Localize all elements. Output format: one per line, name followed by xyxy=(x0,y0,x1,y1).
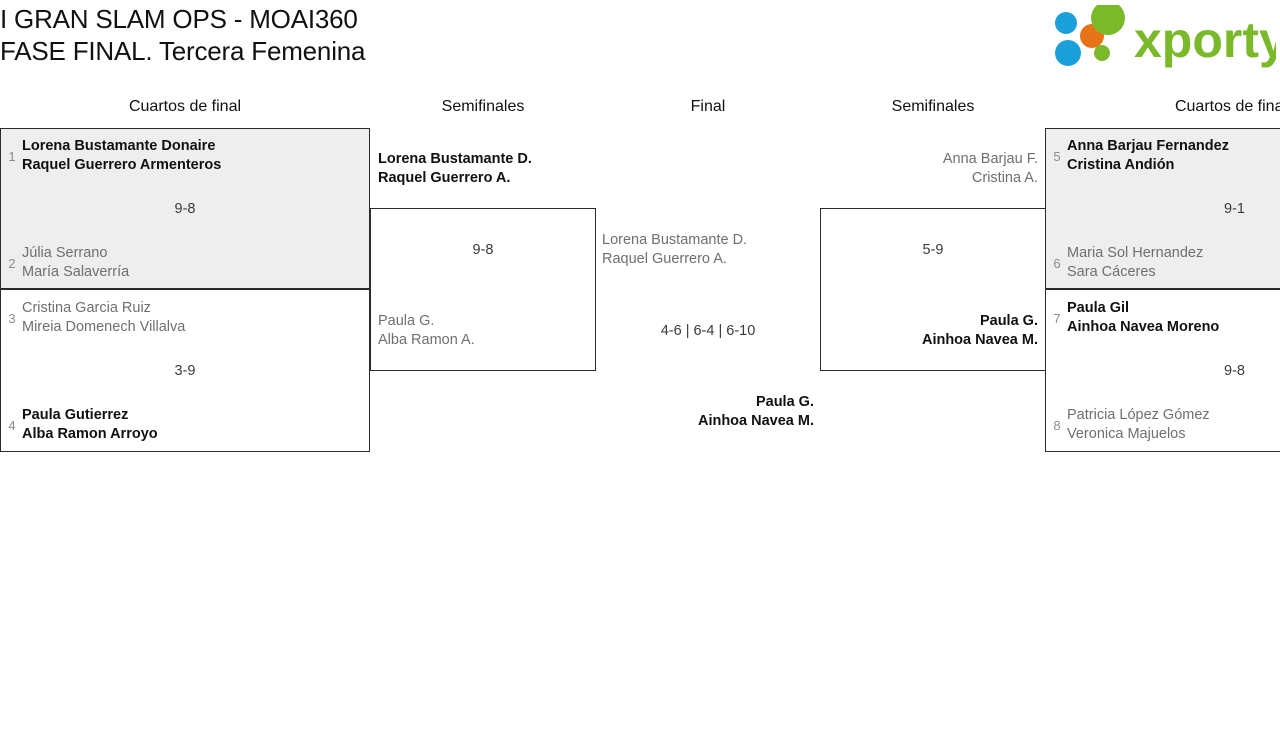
round-header-semifinals-right: Semifinales xyxy=(891,98,975,115)
player-name: Cristina Andión xyxy=(1067,157,1175,173)
team-sf-left-top[interactable]: Lorena Bustamante D. Raquel Guerrero A. xyxy=(378,150,532,188)
team-qf-right-2-top[interactable]: 7 Paula Gil Ainhoa Navea Moreno xyxy=(1047,299,1219,337)
round-header-quarterfinals-left: Cuartos de final xyxy=(128,98,242,115)
team-sf-right-bottom[interactable]: Paula G. Ainhoa Navea M. xyxy=(820,312,1038,350)
seed-number: 4 xyxy=(8,417,16,433)
team-names: Lorena Bustamante Donaire Raquel Guerrer… xyxy=(22,137,221,175)
match-box-qf-right-1[interactable] xyxy=(1045,128,1280,289)
player-name: Paula G. xyxy=(755,394,814,410)
player-name: Alba Ramon A. xyxy=(378,332,475,348)
player-name: Ainhoa Navea M. xyxy=(921,332,1038,348)
team-names: Paula Gutierrez Alba Ramon Arroyo xyxy=(22,406,158,444)
player-name: Patricia López Gómez xyxy=(1067,407,1210,423)
player-name: Raquel Guerrero Armenteros xyxy=(22,157,222,173)
player-name: Raquel Guerrero A. xyxy=(602,251,727,267)
team-qf-left-2-top[interactable]: 3 Cristina Garcia Ruiz Mireia Domenech V… xyxy=(2,299,185,337)
player-name: Alba Ramon Arroyo xyxy=(22,426,158,442)
match-box-qf-left-1[interactable] xyxy=(0,128,370,289)
player-name: Cristina Garcia Ruiz xyxy=(22,300,151,316)
team-qf-right-1-top[interactable]: 5 Anna Barjau Fernandez Cristina Andión xyxy=(1047,137,1229,175)
player-name: Lorena Bustamante D. xyxy=(378,151,532,167)
player-name: Paula Gil xyxy=(1067,300,1130,316)
match-box-qf-left-2[interactable] xyxy=(0,289,370,452)
team-names: Patricia López Gómez Veronica Majuelos xyxy=(1067,406,1210,444)
seed-number: 2 xyxy=(8,255,16,271)
team-names: Maria Sol Hernandez Sara Cáceres xyxy=(1067,244,1203,282)
player-name: Veronica Majuelos xyxy=(1067,426,1186,442)
title-line-2: FASE FINAL. Tercera Femenina xyxy=(0,36,366,66)
team-names: Paula G. Ainhoa Navea M. xyxy=(698,393,814,431)
player-name: Mireia Domenech Villalva xyxy=(22,319,186,335)
team-names: Paula Gil Ainhoa Navea Moreno xyxy=(1067,299,1219,337)
team-names: Lorena Bustamante D. Raquel Guerrero A. xyxy=(602,231,747,269)
match-box-qf-right-2[interactable] xyxy=(1045,289,1280,452)
player-name: Lorena Bustamante D. xyxy=(602,232,748,248)
seed-number: 3 xyxy=(8,310,16,326)
score-qf-right-1: 9-1 xyxy=(1224,201,1245,217)
round-header-quarterfinals-right: Cuartos de final xyxy=(1174,98,1280,115)
player-name: Sara Cáceres xyxy=(1067,264,1156,280)
score-qf-right-2: 9-8 xyxy=(1224,363,1245,379)
team-names: Paula G. Ainhoa Navea M. xyxy=(922,312,1038,350)
page-title: I GRAN SLAM OPS - MOAI360 FASE FINAL. Te… xyxy=(0,0,760,67)
player-name: Paula Gutierrez xyxy=(22,407,129,423)
player-name: Paula G. xyxy=(378,313,435,329)
score-qf-left-1: 9-8 xyxy=(174,201,196,217)
team-qf-right-1-bottom[interactable]: 6 Maria Sol Hernandez Sara Cáceres xyxy=(1047,244,1203,282)
score-final: 4-6 | 6-4 | 6-10 xyxy=(660,323,756,339)
seed-number: 1 xyxy=(8,148,16,164)
player-name: María Salaverría xyxy=(22,264,130,280)
player-name: Maria Sol Hernandez xyxy=(1067,245,1204,261)
team-names: Paula G. Alba Ramon A. xyxy=(378,312,475,350)
match-box-sf-left[interactable] xyxy=(370,208,596,371)
seed-number: 8 xyxy=(1053,417,1061,433)
seed-number: 5 xyxy=(1053,148,1061,164)
round-header-final: Final xyxy=(690,98,726,115)
score-qf-left-2: 3-9 xyxy=(174,363,196,379)
player-name: Anna Barjau F. xyxy=(942,151,1038,167)
team-sf-right-top[interactable]: Anna Barjau F. Cristina A. xyxy=(820,150,1038,188)
player-name: Paula G. xyxy=(979,313,1038,329)
svg-text:xporty: xporty xyxy=(1134,12,1276,68)
team-sf-left-bottom[interactable]: Paula G. Alba Ramon A. xyxy=(378,312,475,350)
team-names: Júlia Serrano María Salaverría xyxy=(22,244,129,282)
seed-number: 7 xyxy=(1053,310,1061,326)
team-final-bottom[interactable]: Paula G. Ainhoa Navea M. xyxy=(602,393,814,431)
player-name: Anna Barjau Fernandez xyxy=(1067,138,1229,154)
xporty-logo[interactable]: xporty xyxy=(1050,5,1276,69)
player-name: Júlia Serrano xyxy=(22,245,108,261)
team-names: Anna Barjau Fernandez Cristina Andión xyxy=(1067,137,1229,175)
team-qf-left-1-top[interactable]: 1 Lorena Bustamante Donaire Raquel Guerr… xyxy=(2,137,221,175)
match-box-sf-right[interactable] xyxy=(820,208,1046,371)
team-names: Lorena Bustamante D. Raquel Guerrero A. xyxy=(378,150,532,188)
player-name: Cristina A. xyxy=(971,170,1038,186)
player-name: Ainhoa Navea Moreno xyxy=(1067,319,1220,335)
player-name: Lorena Bustamante Donaire xyxy=(22,138,216,154)
player-name: Raquel Guerrero A. xyxy=(378,170,511,186)
team-qf-left-1-bottom[interactable]: 2 Júlia Serrano María Salaverría xyxy=(2,244,129,282)
team-qf-right-2-bottom[interactable]: 8 Patricia López Gómez Veronica Majuelos xyxy=(1047,406,1210,444)
score-sf-right: 5-9 xyxy=(922,242,944,258)
round-header-semifinals-left: Semifinales xyxy=(441,98,525,115)
team-names: Anna Barjau F. Cristina A. xyxy=(943,150,1038,188)
team-names: Cristina Garcia Ruiz Mireia Domenech Vil… xyxy=(22,299,185,337)
player-name: Ainhoa Navea M. xyxy=(697,413,814,429)
score-sf-left: 9-8 xyxy=(472,242,494,258)
team-qf-left-2-bottom[interactable]: 4 Paula Gutierrez Alba Ramon Arroyo xyxy=(2,406,158,444)
seed-number: 6 xyxy=(1053,255,1061,271)
title-line-1: I GRAN SLAM OPS - MOAI360 xyxy=(0,4,358,34)
team-final-top[interactable]: Lorena Bustamante D. Raquel Guerrero A. xyxy=(602,231,747,269)
